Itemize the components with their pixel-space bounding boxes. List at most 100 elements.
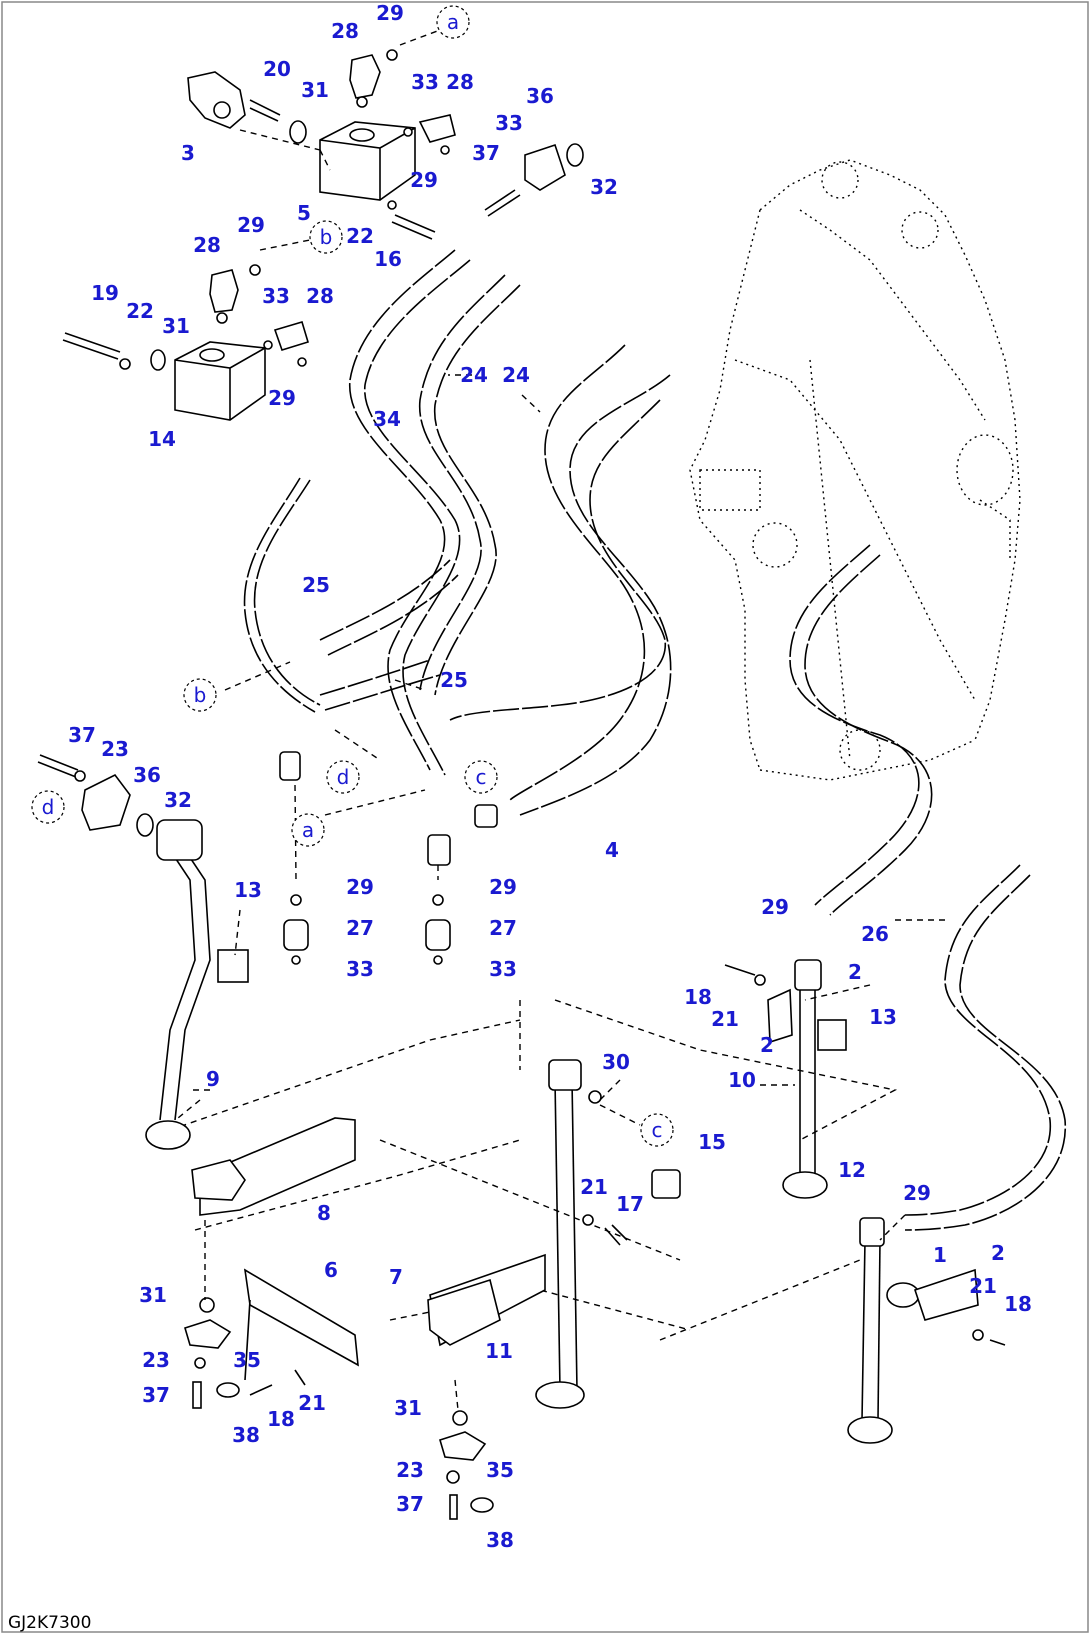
callout-label: 28 <box>306 284 334 308</box>
callout-label: 2 <box>848 960 862 984</box>
callout-label: 29 <box>410 168 438 192</box>
floor-outline <box>169 999 898 1341</box>
callout-label: 25 <box>302 573 330 597</box>
callout-label: 31 <box>162 314 190 338</box>
callout-label: 28 <box>331 19 359 43</box>
callout-label: 37 <box>68 723 96 747</box>
callout-label: 1 <box>933 1243 947 1267</box>
callout-label: 14 <box>148 427 176 451</box>
callout-label: 20 <box>263 57 291 81</box>
callout-label: 26 <box>861 922 889 946</box>
callout-label: 23 <box>142 1348 170 1372</box>
callout-label: 33 <box>489 957 517 981</box>
callout-label: 27 <box>489 916 517 940</box>
svg-text:d: d <box>42 795 55 819</box>
callout-label: 4 <box>605 838 619 862</box>
callout-label: 24 <box>502 363 530 387</box>
callout-label: 21 <box>580 1175 608 1199</box>
callout-label: 32 <box>590 175 618 199</box>
callout-label: 23 <box>101 737 129 761</box>
svg-text:a: a <box>447 10 459 34</box>
callout-label: 35 <box>233 1348 261 1372</box>
callout-label: 13 <box>869 1005 897 1029</box>
callout-label: 33 <box>262 284 290 308</box>
connection-ref: b <box>309 220 343 254</box>
callout-label: 9 <box>206 1067 220 1091</box>
drawing-code: GJ2K7300 <box>8 1613 91 1633</box>
callout-label: 7 <box>389 1265 403 1289</box>
callout-label: 37 <box>142 1383 170 1407</box>
callout-label: 15 <box>698 1130 726 1154</box>
svg-text:a: a <box>302 818 314 842</box>
callout-label: 25 <box>440 668 468 692</box>
callout-label: 16 <box>374 247 402 271</box>
callout-label: 32 <box>164 788 192 812</box>
callout-label: 28 <box>446 70 474 94</box>
callout-label: 2 <box>991 1241 1005 1265</box>
callout-label: 21 <box>969 1274 997 1298</box>
callout-label: 5 <box>297 201 311 225</box>
callout-label: 18 <box>684 985 712 1009</box>
callout-label: 36 <box>526 84 554 108</box>
callout-label: 30 <box>602 1050 630 1074</box>
callout-label: 37 <box>396 1492 424 1516</box>
hoses <box>243 249 1066 1231</box>
connection-ref: a <box>291 813 325 847</box>
svg-text:b: b <box>194 683 207 707</box>
svg-text:d: d <box>337 765 350 789</box>
callout-label: 29 <box>376 1 404 25</box>
callout-label: 19 <box>91 281 119 305</box>
callout-label: 11 <box>485 1339 513 1363</box>
callout-label: 24 <box>460 363 488 387</box>
callout-label: 33 <box>411 70 439 94</box>
callout-label: 6 <box>324 1258 338 1282</box>
callout-label: 18 <box>1004 1292 1032 1316</box>
callout-label: 29 <box>903 1181 931 1205</box>
callout-label: 21 <box>711 1007 739 1031</box>
svg-text:c: c <box>476 765 487 789</box>
callout-label: 21 <box>298 1391 326 1415</box>
callout-label: 22 <box>126 299 154 323</box>
callout-label: 31 <box>394 1396 422 1420</box>
callout-label: 37 <box>472 141 500 165</box>
connection-ref: d <box>31 790 65 824</box>
callout-label: 18 <box>267 1407 295 1431</box>
connection-ref: a <box>436 5 470 39</box>
svg-text:c: c <box>652 1118 663 1142</box>
callout-label: 31 <box>301 78 329 102</box>
callout-label: 27 <box>346 916 374 940</box>
callout-label: 29 <box>346 875 374 899</box>
callout-label: 29 <box>761 895 789 919</box>
callout-label: 8 <box>317 1201 331 1225</box>
callout-label: 28 <box>193 233 221 257</box>
callout-label: 2 <box>760 1033 774 1057</box>
callout-label: 29 <box>268 386 296 410</box>
machine-frame-outline <box>689 159 1021 781</box>
pipes <box>145 819 893 1444</box>
callout-label: 38 <box>232 1423 260 1447</box>
callout-label: 35 <box>486 1458 514 1482</box>
callout-label: 36 <box>133 763 161 787</box>
leader-lines <box>177 29 945 1411</box>
callout-label: 33 <box>346 957 374 981</box>
callout-label: 12 <box>838 1158 866 1182</box>
callout-label: 31 <box>139 1283 167 1307</box>
svg-text:b: b <box>320 225 333 249</box>
callout-label: 17 <box>616 1192 644 1216</box>
connection-refs: a b b d c d a c <box>31 5 674 1147</box>
connection-ref: d <box>326 760 360 794</box>
callout-label: 33 <box>495 111 523 135</box>
callout-label: 23 <box>396 1458 424 1482</box>
callout-label: 10 <box>728 1068 756 1092</box>
callout-label: 3 <box>181 141 195 165</box>
callout-label: 34 <box>373 407 401 431</box>
callout-label: 29 <box>489 875 517 899</box>
callouts: 29 28 20 31 33 28 36 3 33 37 29 32 5 22 … <box>68 1 1032 1552</box>
connection-ref: c <box>640 1113 674 1147</box>
callout-label: 38 <box>486 1528 514 1552</box>
callout-label: 13 <box>234 878 262 902</box>
callout-label: 22 <box>346 224 374 248</box>
callout-label: 29 <box>237 213 265 237</box>
